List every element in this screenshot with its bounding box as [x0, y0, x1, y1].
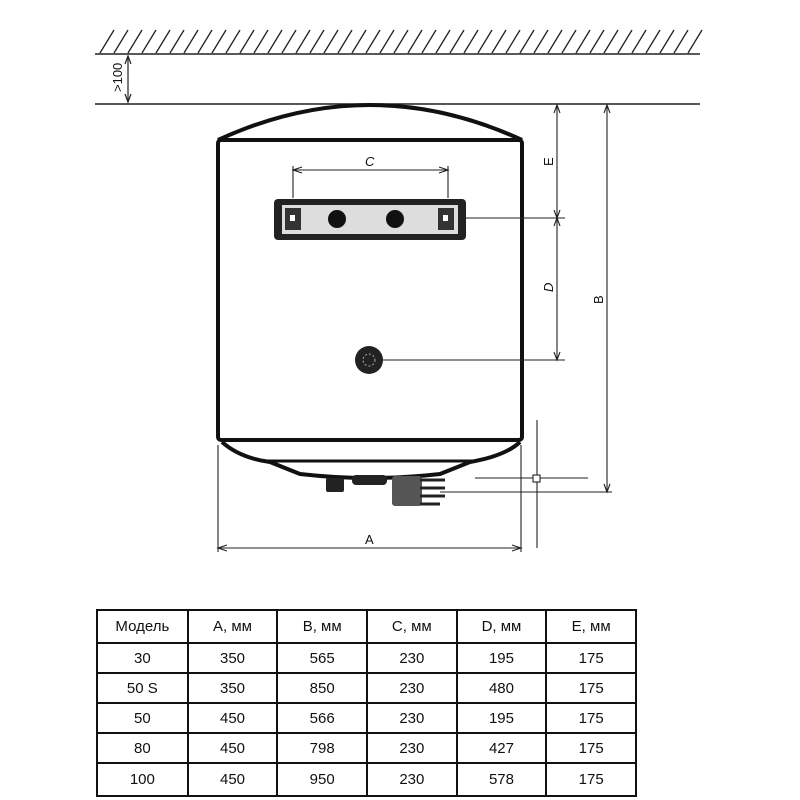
- header-cell: A, мм: [186, 609, 279, 644]
- hatch-stroke: [547, 29, 563, 54]
- header-cell: C, мм: [366, 609, 458, 644]
- dimension-label-a: A: [365, 532, 374, 547]
- table-cell: 100: [96, 762, 189, 797]
- table-cell: 230: [366, 642, 458, 674]
- table-cell: 578: [455, 762, 548, 797]
- hatch-stroke: [281, 29, 297, 54]
- hatch-stroke: [351, 29, 367, 54]
- clearance-label: >100: [110, 63, 125, 92]
- hatch-stroke: [379, 29, 395, 54]
- hatch-stroke: [617, 29, 633, 54]
- bottom-pipes: [326, 475, 445, 506]
- hatch-stroke: [687, 29, 703, 54]
- hatch-stroke: [603, 29, 619, 54]
- table-cell: 450: [186, 732, 279, 764]
- hatch-stroke: [505, 29, 521, 54]
- table-cell: 230: [366, 672, 458, 704]
- hatch-stroke: [253, 29, 269, 54]
- table-cell: 50 S: [96, 672, 189, 704]
- hatch-stroke: [99, 29, 115, 54]
- table-cell: 230: [366, 762, 458, 797]
- table-cell: 450: [186, 702, 279, 734]
- table-header-row: Модель A, мм B, мм C, мм D, мм E, мм: [96, 609, 637, 644]
- table-cell: 175: [545, 672, 637, 704]
- thermostat-knob: [355, 346, 383, 374]
- hatch-stroke: [239, 29, 255, 54]
- hatch-stroke: [225, 29, 241, 54]
- hatch-stroke: [155, 29, 171, 54]
- table-cell: 175: [545, 702, 637, 734]
- hatch-stroke: [393, 29, 409, 54]
- table-cell: 850: [276, 672, 368, 704]
- hatch-stroke: [673, 29, 689, 54]
- hatch-stroke: [127, 29, 143, 54]
- table-cell: 80: [96, 732, 189, 764]
- hatch-stroke: [631, 29, 647, 54]
- table-cell: 565: [276, 642, 368, 674]
- table-cell: 175: [545, 642, 637, 674]
- hatch-stroke: [113, 29, 129, 54]
- dimension-label-c: C: [365, 154, 375, 169]
- hatch-stroke: [561, 29, 577, 54]
- table-cell: 798: [276, 732, 368, 764]
- dimension-label-d: D: [541, 283, 556, 292]
- table-cell: 195: [455, 702, 548, 734]
- table-cell: 350: [186, 672, 279, 704]
- hatch-stroke: [491, 29, 507, 54]
- table-cell: 480: [455, 672, 548, 704]
- table-cell: 427: [455, 732, 548, 764]
- hatch-stroke: [197, 29, 213, 54]
- hatch-stroke: [533, 29, 549, 54]
- ceiling-hatching: [99, 29, 703, 54]
- dimension-label-e: E: [541, 157, 556, 166]
- hatch-stroke: [309, 29, 325, 54]
- hatch-stroke: [169, 29, 185, 54]
- hatch-stroke: [589, 29, 605, 54]
- table-cell: 950: [276, 762, 368, 797]
- control-panel: [274, 199, 466, 240]
- header-cell: D, мм: [455, 609, 548, 644]
- dimension-lines: [216, 103, 612, 552]
- hatch-stroke: [449, 29, 465, 54]
- table-cell: 30: [96, 642, 189, 674]
- hatch-stroke: [323, 29, 339, 54]
- table-cell: 175: [545, 762, 637, 797]
- hatch-stroke: [463, 29, 479, 54]
- header-cell: E, мм: [545, 609, 637, 644]
- hatch-stroke: [267, 29, 283, 54]
- hatch-stroke: [519, 29, 535, 54]
- hatch-stroke: [645, 29, 661, 54]
- table-cell: 350: [186, 642, 279, 674]
- hatch-stroke: [365, 29, 381, 54]
- table-cell: 175: [545, 732, 637, 764]
- table-cell: 50: [96, 702, 189, 734]
- header-cell: Модель: [96, 609, 189, 644]
- table-cell: 195: [455, 642, 548, 674]
- hatch-stroke: [659, 29, 675, 54]
- table-cell: 230: [366, 732, 458, 764]
- hatch-stroke: [421, 29, 437, 54]
- table-cell: 230: [366, 702, 458, 734]
- hatch-stroke: [575, 29, 591, 54]
- header-cell: B, мм: [276, 609, 368, 644]
- hatch-stroke: [477, 29, 493, 54]
- hatch-stroke: [337, 29, 353, 54]
- hatch-stroke: [295, 29, 311, 54]
- hatch-stroke: [211, 29, 227, 54]
- dimension-label-b: B: [591, 295, 606, 304]
- table-cell: 450: [186, 762, 279, 797]
- clearance-dimension: [124, 54, 132, 104]
- hatch-stroke: [183, 29, 199, 54]
- table-cell: 566: [276, 702, 368, 734]
- hatch-stroke: [407, 29, 423, 54]
- hatch-stroke: [435, 29, 451, 54]
- hatch-stroke: [141, 29, 157, 54]
